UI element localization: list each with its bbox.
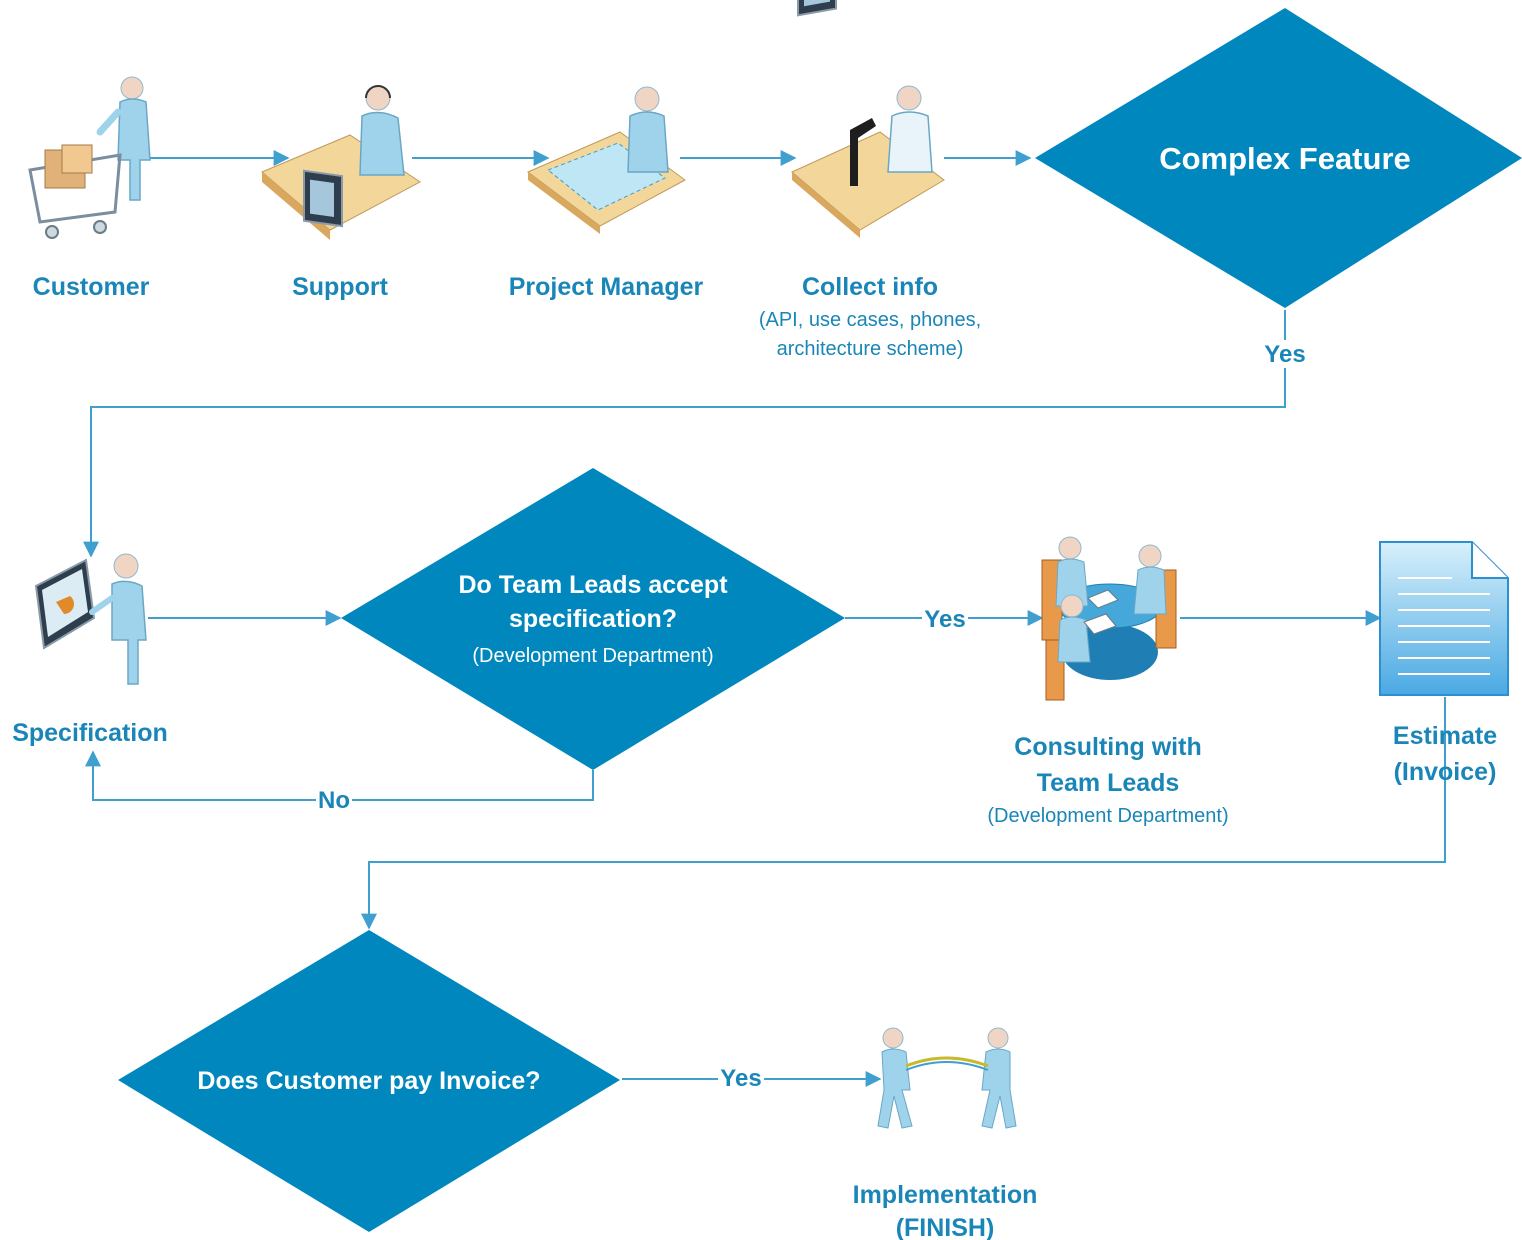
node-label-project-manager: Project Manager (509, 273, 704, 301)
edge-accept-no-a (352, 770, 594, 801)
edge-estimate-pay (361, 697, 1446, 930)
decision-shape (118, 930, 620, 1232)
node-label-estimate-2: (Invoice) (1394, 758, 1497, 786)
node-label-estimate-1: Estimate (1393, 722, 1497, 750)
blueprint-desk-person-icon (527, 86, 686, 234)
node-label-implementation-1: Implementation (853, 1181, 1038, 1209)
edge-complex-yes-route (83, 368, 1286, 558)
edge-label-pay-yes: Yes (720, 1065, 761, 1092)
node-label-implementation-2: (FINISH) (896, 1214, 995, 1240)
lab-microscope-person-icon (791, 0, 945, 238)
presentation-board-person-icon (34, 553, 147, 685)
tug-of-war-icon (877, 1027, 1017, 1129)
node-label-consulting-2: Team Leads (1037, 769, 1180, 797)
decision-label: Complex Feature (1159, 141, 1411, 176)
edge-accept-no-b (85, 750, 316, 801)
shopping-cart-person-icon (28, 76, 151, 239)
node-label-support: Support (292, 273, 388, 301)
node-label-specification: Specification (12, 719, 168, 747)
node-sublabel-collect-info-2: architecture scheme) (777, 338, 964, 360)
decision-sublabel: (Development Department) (472, 645, 713, 667)
node-label-collect-info: Collect info (802, 273, 938, 301)
decision-label-line2: specification? (509, 605, 677, 633)
node-label-consulting-1: Consulting with (1014, 733, 1201, 761)
node-sublabel-collect-info-1: (API, use cases, phones, (759, 309, 981, 331)
edge-label-accept-no: No (318, 787, 350, 814)
edge-label-accept-yes: Yes (924, 606, 965, 633)
connectors (83, 150, 1446, 1087)
support-headset-person-icon (261, 85, 421, 240)
decision-label: Does Customer pay Invoice? (197, 1067, 540, 1095)
node-label-customer: Customer (33, 273, 150, 301)
node-sublabel-consulting: (Development Department) (987, 805, 1228, 827)
edge-label-complex-yes: Yes (1264, 341, 1305, 368)
decision-complex-feature[interactable]: Complex Feature (1035, 8, 1522, 308)
decision-shape (1035, 8, 1522, 308)
decision-pay-invoice[interactable]: Does Customer pay Invoice? (118, 930, 620, 1232)
document-icon (1379, 541, 1509, 696)
decision-accept-specification[interactable]: Do Team Leads accept specification? (Dev… (341, 468, 845, 770)
meeting-table-icon (1041, 536, 1177, 701)
decision-label-line1: Do Team Leads accept (458, 571, 728, 599)
decision-shape (341, 468, 845, 770)
